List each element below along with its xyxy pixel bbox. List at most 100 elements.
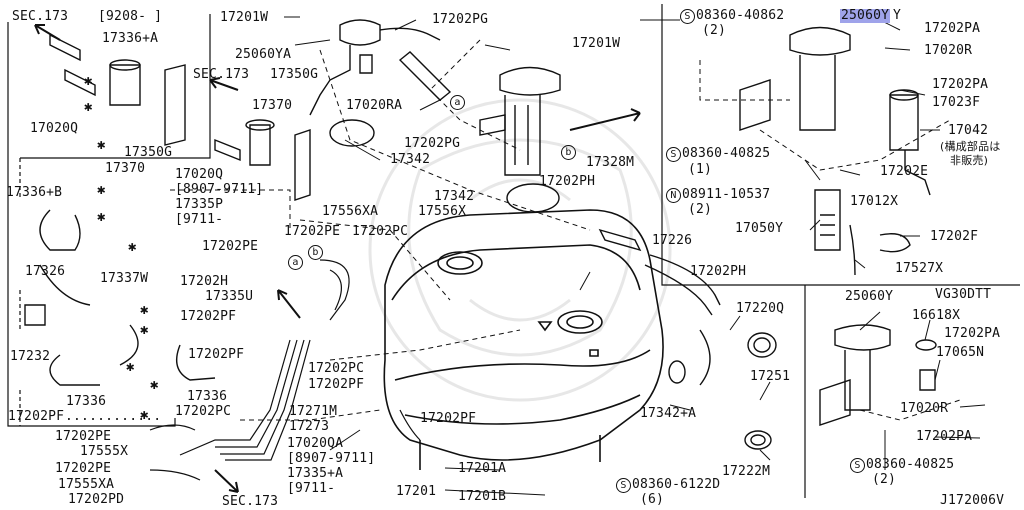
part-17556x[interactable]: 17556X <box>418 204 467 219</box>
label-sec173[interactable]: SEC.173 <box>222 494 279 509</box>
callout-b: b <box>561 145 577 160</box>
part-17370[interactable]: 17370 <box>105 161 146 176</box>
part-17328m[interactable]: 17328M <box>586 155 635 170</box>
star-marker: ✱ <box>97 209 106 225</box>
fuel-tank <box>383 209 664 470</box>
part-17202ph[interactable]: 17202PH <box>690 264 747 279</box>
part-17202pf[interactable]: 17202PF <box>180 309 237 324</box>
part-17336b[interactable]: 17336+B <box>6 185 63 200</box>
nut-number: 08911-10537 <box>682 187 771 202</box>
part-17050y[interactable]: 17050Y <box>735 221 784 236</box>
pump-module <box>479 66 561 176</box>
bolt-s-icon: S <box>680 9 695 24</box>
part-17202pc[interactable]: 17202PC <box>308 361 365 376</box>
part-17201a[interactable]: 17201A <box>458 461 507 476</box>
part-17202pa[interactable]: 17202PA <box>924 21 981 36</box>
part-17342[interactable]: 17342 <box>434 189 475 204</box>
label-date-range: [9208- ] <box>98 9 163 24</box>
label-sec173[interactable]: SEC.173 <box>193 67 250 82</box>
part-17202pf[interactable]: 17202PF <box>8 409 65 424</box>
part-17335p[interactable]: 17335P <box>175 197 224 212</box>
part-17202pg[interactable]: 17202PG <box>404 136 461 151</box>
label-date-range: [8907-9711] <box>175 182 264 197</box>
star-marker: ✱ <box>84 99 93 115</box>
part-17201[interactable]: 17201 <box>396 484 437 499</box>
part-17336[interactable]: 17336 <box>66 394 107 409</box>
part-17201w[interactable]: 17201W <box>220 10 269 25</box>
part-17337w[interactable]: 17337W <box>100 271 149 286</box>
part-17020r[interactable]: 17020R <box>900 401 949 416</box>
part-17370[interactable]: 17370 <box>252 98 293 113</box>
part-17271m[interactable]: 17271M <box>289 404 338 419</box>
label-sec173[interactable]: SEC.173 <box>12 9 69 24</box>
part-17042[interactable]: 17042 <box>948 123 989 138</box>
part-17202f[interactable]: 17202F <box>930 229 979 244</box>
part-17202pc[interactable]: 17202PC <box>175 404 232 419</box>
dashed-guides <box>170 39 961 421</box>
part-17020ra[interactable]: 17020RA <box>346 98 403 113</box>
part-17326[interactable]: 17326 <box>25 264 66 279</box>
part-17202pf[interactable]: 17202PF <box>420 411 477 426</box>
part-17335u[interactable]: 17335U <box>205 289 254 304</box>
fuel-lines <box>149 259 421 481</box>
part-25060y-highlighted[interactable]: 25060Y <box>840 8 891 23</box>
highlight-suffix: Y <box>893 8 902 23</box>
part-25060ya[interactable]: 25060YA <box>235 47 292 62</box>
part-16618x[interactable]: 16618X <box>912 308 961 323</box>
part-17020q[interactable]: 17020Q <box>30 121 79 136</box>
part-17202e[interactable]: 17202E <box>880 164 929 179</box>
part-17350g[interactable]: 17350G <box>124 145 173 160</box>
callout-b-icon: b <box>561 145 576 160</box>
part-17202pc[interactable]: 17202PC <box>352 224 409 239</box>
part-17220q[interactable]: 17220Q <box>736 301 785 316</box>
part-17350g[interactable]: 17350G <box>270 67 319 82</box>
part-17555xa[interactable]: 17555XA <box>58 477 115 492</box>
part-17232[interactable]: 17232 <box>10 349 51 364</box>
star-marker: ✱ <box>128 239 137 255</box>
part-17556xa[interactable]: 17556XA <box>322 204 379 219</box>
part-17020qa[interactable]: 17020QA <box>287 436 344 451</box>
part-17201w[interactable]: 17201W <box>572 36 621 51</box>
part-17273[interactable]: 17273 <box>289 419 330 434</box>
part-17202pg[interactable]: 17202PG <box>432 12 489 27</box>
part-17202pf[interactable]: 17202PF <box>308 377 365 392</box>
part-17527x[interactable]: 17527X <box>895 261 944 276</box>
part-17222m[interactable]: 17222M <box>722 464 771 479</box>
part-17012x[interactable]: 17012X <box>850 194 899 209</box>
part-17065n[interactable]: 17065N <box>936 345 985 360</box>
part-17202pe[interactable]: 17202PE <box>55 429 112 444</box>
part-17202pa[interactable]: 17202PA <box>944 326 1001 341</box>
part-number: 25060Y <box>841 8 890 23</box>
part-17251[interactable]: 17251 <box>750 369 791 384</box>
part-17202pe[interactable]: 17202PE <box>55 461 112 476</box>
part-17202pa[interactable]: 17202PA <box>916 429 973 444</box>
part-17226[interactable]: 17226 <box>652 233 693 248</box>
label-date-range: [9711- <box>287 481 336 496</box>
part-17201b[interactable]: 17201B <box>458 489 507 504</box>
bolt-qty: (2) <box>702 23 727 38</box>
part-17555x[interactable]: 17555X <box>80 444 129 459</box>
nut-qty: (2) <box>688 202 713 217</box>
part-17342a[interactable]: 17342+A <box>640 406 697 421</box>
part-17020r[interactable]: 17020R <box>924 43 973 58</box>
part-17342[interactable]: 17342 <box>390 152 431 167</box>
part-17336a[interactable]: 17336+A <box>102 31 159 46</box>
part-17202h[interactable]: 17202H <box>180 274 229 289</box>
part-17202pf[interactable]: 17202PF <box>188 347 245 362</box>
part-17335a[interactable]: 17335+A <box>287 466 344 481</box>
part-17202pa[interactable]: 17202PA <box>932 77 989 92</box>
part-17023f[interactable]: 17023F <box>932 95 981 110</box>
part-17202pe[interactable]: 17202PE <box>284 224 341 239</box>
part-17020q[interactable]: 17020Q <box>175 167 224 182</box>
part-25060y[interactable]: 25060Y <box>845 289 894 304</box>
part-17202ph[interactable]: 17202PH <box>539 174 596 189</box>
part-17336[interactable]: 17336 <box>187 389 228 404</box>
part-17202pd[interactable]: 17202PD <box>68 492 125 507</box>
part-17202pe[interactable]: 17202PE <box>202 239 259 254</box>
